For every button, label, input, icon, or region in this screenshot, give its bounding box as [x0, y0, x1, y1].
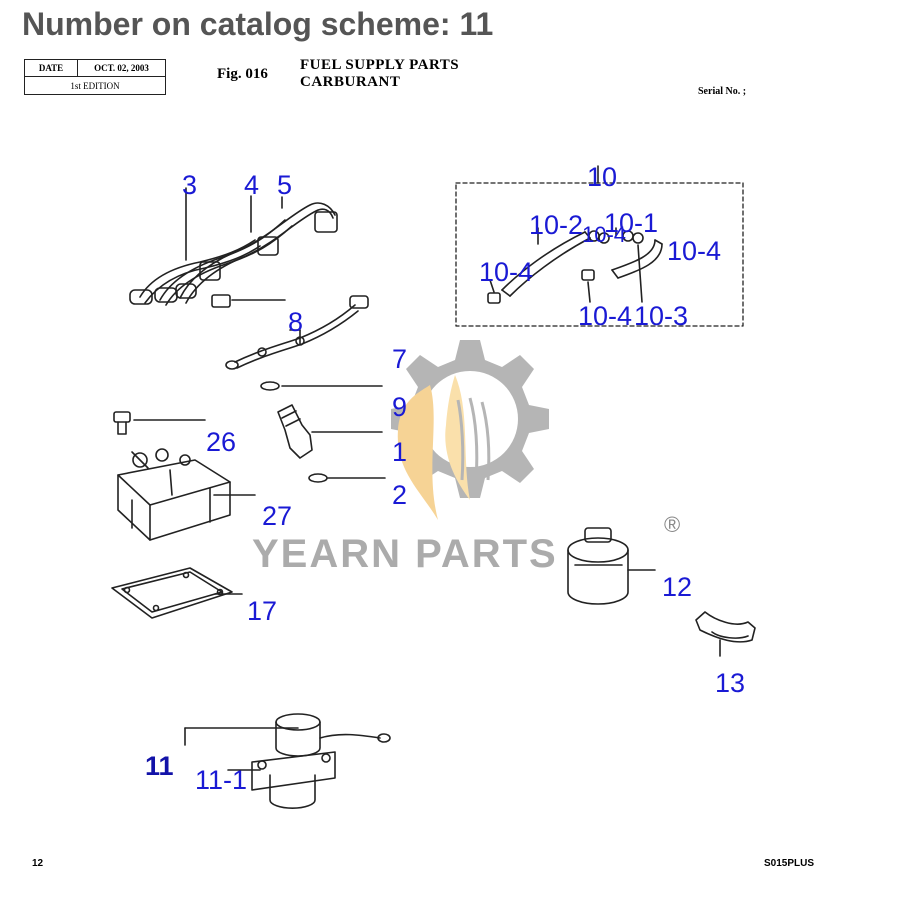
date-value: OCT. 02, 2003 [94, 63, 149, 73]
page-number: 12 [32, 858, 44, 869]
callout-9: 9 [392, 392, 408, 422]
callout-10-4-top: 10-4 [582, 222, 627, 247]
callout-7: 7 [392, 344, 408, 374]
callout-1: 1 [392, 437, 408, 467]
edition-label: 1st EDITION [70, 80, 120, 91]
figure-title-line2: CARBURANT [300, 74, 401, 90]
callout-3: 3 [182, 170, 198, 200]
pipe-clip-drawing [211, 294, 286, 308]
callout-17: 17 [247, 596, 278, 626]
washer-drawing [260, 381, 383, 391]
leak-off-hose-drawing [225, 295, 369, 370]
callout-10-4-right: 10-4 [667, 236, 722, 266]
date-box: DATE OCT. 02, 2003 1st EDITION [24, 59, 166, 95]
watermark-brand: YEARN PARTS [252, 532, 558, 576]
date-label: DATE [25, 60, 78, 76]
bolt-drawing [113, 411, 206, 435]
callout-10-1: 10-1 [604, 208, 659, 238]
model-name: S015PLUS [764, 858, 815, 869]
callout-10-3: 10-3 [634, 301, 689, 331]
gasket-drawing [111, 567, 243, 619]
callout-10-4-bottom: 10-4 [578, 301, 633, 331]
callout-27: 27 [262, 501, 293, 531]
callout-2: 2 [392, 480, 408, 510]
callout-11-1: 11-1 [195, 765, 248, 795]
fuel-hoses-drawing [487, 227, 663, 304]
catalog-scheme-headline: Number on catalog scheme: 11 [22, 6, 494, 42]
callout-10-2: 10-2 [529, 210, 584, 240]
callout-26: 26 [206, 427, 237, 457]
callout-11: 11 [145, 751, 174, 781]
callout-10-4-left: 10-4 [479, 257, 534, 287]
figure-title-line1: FUEL SUPPLY PARTS [300, 57, 460, 73]
figure-title: FUEL SUPPLY PARTS CARBURANT [300, 57, 459, 91]
fuel-filter-drawing [567, 527, 656, 605]
callout-4: 4 [244, 170, 260, 200]
callout-10: 10 [587, 162, 618, 192]
fuel-hose-kit-box [455, 165, 744, 327]
filter-bracket-drawing [695, 611, 756, 657]
callout-13: 13 [715, 668, 746, 698]
figure-number: Fig. 016 [217, 66, 268, 82]
nozzle-washer-drawing [308, 473, 386, 483]
fuel-solenoid-drawing [184, 713, 391, 809]
injection-pump-drawing [117, 448, 256, 541]
callout-5: 5 [277, 170, 293, 200]
callout-8: 8 [288, 307, 304, 337]
registered-mark: ® [664, 512, 681, 537]
watermark-logo [391, 340, 549, 520]
callout-12: 12 [662, 572, 693, 602]
injection-pipes-drawing [129, 187, 338, 306]
injection-nozzle-drawing [277, 404, 383, 459]
serial-number-label: Serial No. ; [698, 86, 747, 97]
